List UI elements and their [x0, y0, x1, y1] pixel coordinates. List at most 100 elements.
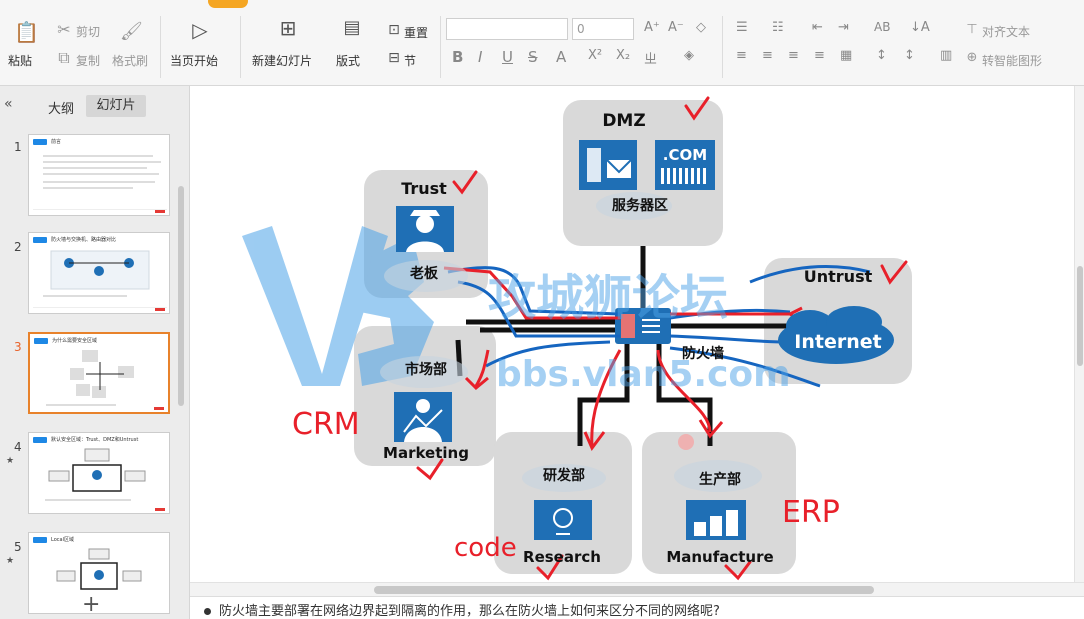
distribute-icon[interactable]: ▦	[840, 48, 853, 63]
speaker-notes[interactable]: 防火墙主要部署在网络边界起到隔离的作用，那么在防火墙上如何来区分不同的网络呢?	[190, 596, 1084, 619]
slide-thumbnail-4[interactable]: 默认安全区域：Trust、DMZ和Untrust	[28, 432, 170, 514]
align-right-icon[interactable]: ≡	[788, 48, 799, 63]
watermark-title: 攻城狮论坛	[488, 270, 728, 326]
play-from-current-button[interactable]: 当页开始	[170, 54, 219, 68]
thumb-title: 防火墙与交换机、路由器对比	[51, 237, 117, 243]
align-left-icon[interactable]: ≡	[736, 48, 747, 63]
convert-smartart-button[interactable]: 转智能图形	[982, 54, 1043, 68]
thumbnail-number: 4	[14, 440, 22, 454]
strikethrough-icon[interactable]: S	[528, 48, 538, 66]
thumb-title-bar	[34, 338, 48, 344]
font-color-icon[interactable]: A	[556, 48, 567, 66]
slide-thumbnail-1[interactable]: 前言	[28, 134, 170, 216]
smartart-icon[interactable]: ⊕	[966, 50, 978, 65]
blue-traffic-paths	[447, 265, 871, 388]
thumb-text-line	[43, 161, 161, 163]
active-menu-pill[interactable]	[208, 0, 248, 8]
animation-star-icon: ★	[6, 456, 15, 466]
copy-icon[interactable]: ⧉	[58, 48, 70, 67]
font-size-dropdown[interactable]: 0	[572, 18, 634, 40]
text-direction-icon[interactable]: AB	[874, 20, 891, 34]
superscript-icon[interactable]: X²	[588, 48, 603, 63]
horizontal-scrollbar[interactable]	[190, 582, 1084, 596]
thumb-diagram	[45, 448, 146, 501]
phonetic-icon[interactable]: ㄓ	[644, 52, 658, 67]
thumb-text-line	[43, 187, 133, 189]
code-annotation: code	[454, 533, 517, 563]
play-icon[interactable]: ▷	[192, 18, 208, 42]
internet-cloud	[778, 306, 894, 364]
paste-button[interactable]: 粘贴	[8, 54, 33, 68]
marketing-label: Marketing	[383, 444, 469, 462]
align-text-button[interactable]: 对齐文本	[982, 25, 1031, 39]
shrink-font-icon[interactable]: A⁻	[668, 20, 684, 35]
align-text-icon[interactable]: ⊤	[966, 22, 978, 37]
bold-icon[interactable]: B	[452, 48, 464, 66]
grow-font-icon[interactable]: A⁺	[644, 20, 660, 35]
add-slide-button[interactable]: +	[82, 592, 101, 617]
layout-icon[interactable]: ▤	[343, 17, 361, 38]
underline-icon[interactable]: U	[502, 48, 513, 66]
ribbon-separator	[160, 16, 161, 78]
slide-canvas: DMZ 服务器区 .COM Trust 老板 Untrust Internet …	[190, 86, 1074, 582]
pane-scrollbar[interactable]	[178, 186, 184, 406]
cut-icon[interactable]: ✂	[57, 20, 71, 39]
slide-thumbnail-3[interactable]: 为什么需要安全区域	[28, 332, 170, 414]
thumb-text-line	[43, 181, 155, 183]
bullet-list-icon[interactable]: ☰	[736, 20, 748, 35]
tab-outline[interactable]: 大纲	[48, 102, 75, 117]
thumb-text-line	[43, 167, 147, 169]
section-button[interactable]: 节	[404, 54, 417, 68]
copy-button[interactable]: 复制	[76, 54, 101, 68]
cut-button[interactable]: 剪切	[76, 25, 101, 39]
thumb-diagram	[56, 548, 142, 590]
columns-icon[interactable]: ▥	[940, 48, 953, 63]
thumb-title: 为什么需要安全区域	[52, 338, 98, 344]
font-name-dropdown[interactable]	[446, 18, 568, 40]
manufacture-label: Manufacture	[666, 548, 773, 566]
clear-format-icon[interactable]: ◇	[696, 20, 706, 35]
prod-label: 生产部	[699, 471, 741, 488]
slide-thumbnail-2[interactable]: 防火墙与交换机、路由器对比	[28, 232, 170, 314]
vertical-scroll-thumb[interactable]	[1077, 266, 1083, 366]
thumb-title-bar	[33, 437, 47, 443]
justify-icon[interactable]: ≡	[814, 48, 825, 63]
highlight-icon[interactable]: ◈	[684, 48, 694, 63]
numbered-list-icon[interactable]: ☷	[772, 20, 784, 35]
reset-icon[interactable]: ⊡	[388, 22, 400, 38]
thumb-title-bar	[33, 139, 47, 145]
format-painter-icon[interactable]: 🖌	[120, 21, 143, 42]
paragraph-spacing-icon[interactable]: ↕	[904, 48, 915, 63]
thumb-text-line	[43, 155, 153, 157]
thumb-brand-logo	[154, 407, 164, 410]
collapse-pane-icon[interactable]: «	[4, 96, 13, 112]
thumb-text-line	[43, 173, 159, 175]
firewall-label: 防火墙	[682, 345, 724, 362]
italic-icon[interactable]: I	[478, 48, 483, 66]
subscript-icon[interactable]: X₂	[616, 48, 631, 63]
tab-slides[interactable]: 幻灯片	[86, 95, 146, 117]
vertical-scrollbar[interactable]	[1074, 86, 1084, 582]
align-center-icon[interactable]: ≡	[762, 48, 773, 63]
reset-button[interactable]: 重置	[404, 26, 429, 40]
internet-label: Internet	[794, 331, 881, 353]
ribbon-toolbar: 📋 粘贴 ✂ 剪切 ⧉ 复制 🖌 格式刷 ▷ 当页开始 ⊞ 新建幻灯片 ▤ 版式…	[0, 0, 1084, 86]
increase-indent-icon[interactable]: ⇥	[838, 20, 849, 35]
new-slide-icon[interactable]: ⊞	[279, 16, 297, 40]
new-slide-button[interactable]: 新建幻灯片	[252, 54, 313, 68]
thumb-brand-logo	[155, 308, 165, 311]
format-painter-button[interactable]: 格式刷	[112, 54, 149, 68]
sort-icon[interactable]: ↓A	[910, 20, 930, 35]
server-zone-label: 服务器区	[612, 197, 668, 214]
paste-icon[interactable]: 📋	[14, 20, 39, 44]
decrease-indent-icon[interactable]: ⇤	[812, 20, 823, 35]
thumbnail-number: 3	[14, 340, 22, 354]
layout-button[interactable]: 版式	[336, 54, 361, 68]
ribbon-separator	[240, 16, 241, 78]
research-label: Research	[523, 548, 601, 566]
section-icon[interactable]: ⊟	[388, 50, 400, 66]
horizontal-scroll-thumb[interactable]	[374, 586, 874, 594]
line-spacing-icon[interactable]: ↕	[876, 48, 887, 63]
slide-thumbnail-5[interactable]: Local区域	[28, 532, 170, 614]
